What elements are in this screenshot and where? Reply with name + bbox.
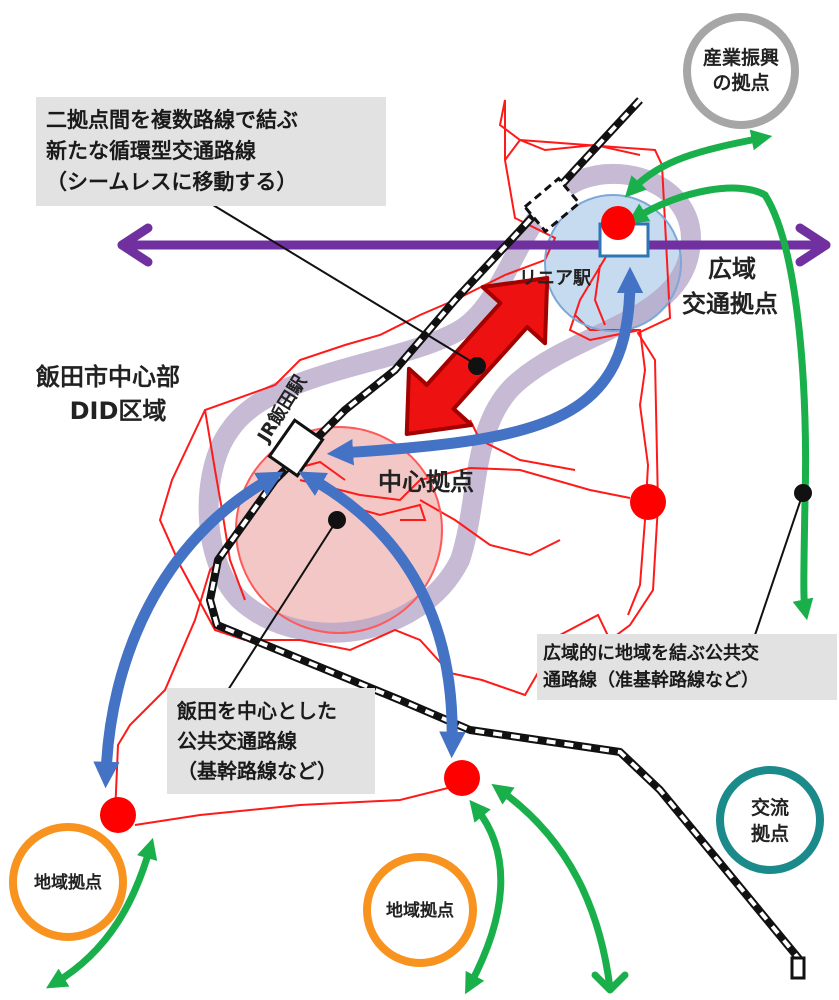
leader-dots xyxy=(328,357,812,529)
future-station-box xyxy=(522,176,582,234)
iida-center-label-2: DID区域 xyxy=(70,397,167,425)
callout-loop-line-1: 二拠点間を複数路線で結ぶ xyxy=(46,108,298,132)
callout-trunk-routes: 飯田を中心とした 公共交通路線 （基幹路線など） xyxy=(167,688,375,794)
leader-lines xyxy=(184,187,804,691)
callout-loop-line-2: 新たな循環型交通路線 xyxy=(46,139,256,163)
wide-area-hub-label-2: 交通拠点 xyxy=(682,290,778,318)
rail-end-marker xyxy=(790,956,806,980)
callout-trunk-line-3: （基幹路線など） xyxy=(177,759,337,783)
exchange-hub-label-2: 拠点 xyxy=(751,822,789,845)
regional-hub-ring-mid xyxy=(363,853,477,967)
hub-node xyxy=(601,206,635,240)
callout-wide-routes: 広域的に地域を結ぶ公共交 通路線（准基幹路線など） xyxy=(537,634,837,700)
iida-center-label-1: 飯田市中心部 xyxy=(35,363,180,391)
hub-node xyxy=(444,760,480,796)
hub-node xyxy=(630,484,666,520)
callout-loop-line-3: （シームレスに移動する） xyxy=(46,170,298,194)
industry-hub-ring xyxy=(683,13,799,129)
industry-hub-label-2: の拠点 xyxy=(712,71,769,94)
wide-area-hub-label-1: 広域 xyxy=(708,255,756,283)
regional-hub-left-label: 地域拠点 xyxy=(34,872,102,893)
hub-nodes xyxy=(100,206,666,833)
regional-routes xyxy=(45,129,814,995)
industry-hub-label-1: 産業振興 xyxy=(703,46,779,69)
central-hub-label: 中心拠点 xyxy=(378,468,474,496)
callout-wide-line-2: 通路線（准基幹路線など） xyxy=(543,670,759,691)
exchange-hub-label-1: 交流 xyxy=(751,796,789,819)
trunk-routes xyxy=(93,266,644,789)
callout-trunk-line-1: 飯田を中心とした xyxy=(177,699,337,723)
callout-loop-route: 二拠点間を複数路線で結ぶ 新たな循環型交通路線 （シームレスに移動する） xyxy=(36,97,386,206)
callout-wide-line-1: 広域的に地域を結ぶ公共交 xyxy=(543,643,759,664)
callout-trunk-line-2: 公共交通路線 xyxy=(177,729,297,753)
jr-station-box xyxy=(267,418,325,478)
exchange-hub-ring xyxy=(716,766,824,874)
regional-hub-mid-label: 地域拠点 xyxy=(386,900,454,921)
regional-hub-ring-left xyxy=(9,823,127,941)
hub-node xyxy=(100,797,136,833)
linear-station-label: リニア駅 xyxy=(519,268,592,289)
